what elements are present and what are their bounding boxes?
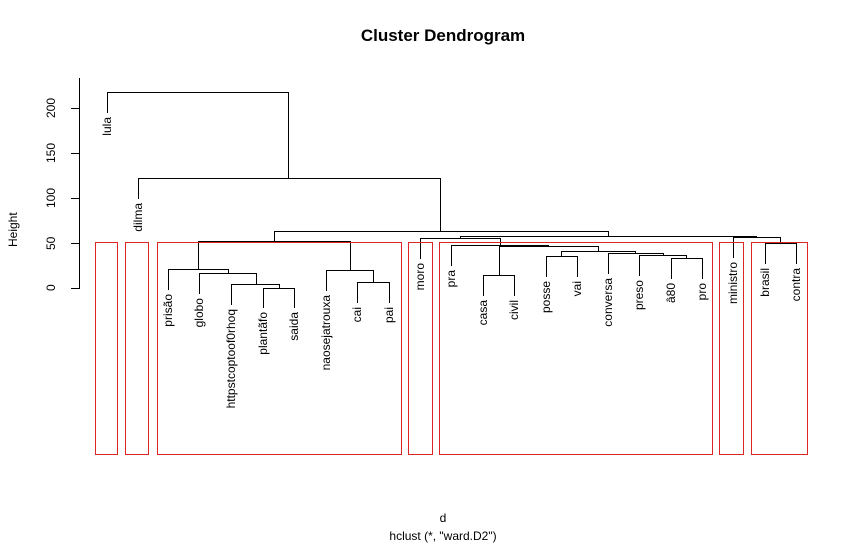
leaf-label: casa <box>476 300 490 326</box>
leaf-label: naosejatrouxa <box>319 295 333 371</box>
cluster-box <box>439 242 713 455</box>
dendrogram-segment <box>350 241 351 271</box>
leaf-label: â80 <box>664 283 678 304</box>
y-axis-line <box>79 78 80 289</box>
dendrogram-segment <box>671 258 672 279</box>
dendrogram-segment <box>499 246 500 276</box>
y-tick-mark <box>71 198 79 199</box>
dendrogram-segment <box>686 255 687 259</box>
cluster-box <box>408 242 433 455</box>
leaf-label: pra <box>444 270 458 288</box>
dendrogram-segment <box>598 246 599 252</box>
dendrogram-segment <box>671 258 703 259</box>
leaf-label: globo <box>192 298 206 328</box>
leaf-label: saida <box>287 312 301 341</box>
dendrogram-segment <box>765 243 797 244</box>
dendrogram-segment <box>702 258 703 279</box>
dendrogram-segment <box>279 284 280 289</box>
dendrogram-segment <box>460 236 461 239</box>
leaf-label: contra <box>789 268 803 302</box>
dendrogram-segment <box>733 237 734 258</box>
dendrogram-segment <box>326 270 327 291</box>
dendrogram-segment <box>440 178 441 232</box>
cluster-box <box>751 242 808 455</box>
leaf-label: ministro <box>726 262 740 305</box>
dendrogram-segment <box>499 246 599 247</box>
x-axis-label-d: d <box>439 511 447 525</box>
dendrogram-segment <box>756 236 757 238</box>
dendrogram-segment <box>168 269 169 290</box>
cluster-box <box>125 242 149 455</box>
cluster-box <box>157 242 402 455</box>
dendrogram-segment <box>483 275 484 296</box>
leaf-label: dilma <box>131 203 145 232</box>
dendrogram-segment <box>373 270 374 283</box>
dendrogram-segment <box>274 231 275 242</box>
dendrogram-segment <box>256 273 257 285</box>
dendrogram-segment <box>546 256 578 257</box>
leaf-label: posse <box>539 281 553 314</box>
chart-title: Cluster Dendrogram <box>360 26 526 45</box>
leaf-label: civil <box>507 300 521 320</box>
leaf-label: prisão <box>161 294 175 327</box>
dendrogram-segment <box>577 256 578 277</box>
dendrogram-segment <box>451 245 452 266</box>
dendrogram-segment <box>294 288 295 308</box>
dendrogram-segment <box>231 284 232 305</box>
leaf-label: lula <box>100 117 114 136</box>
dendrogram-segment <box>546 256 547 277</box>
leaf-label: preso <box>632 280 646 311</box>
dendrogram-segment <box>231 284 280 285</box>
dendrogram-segment <box>514 275 515 296</box>
dendrogram-segment <box>420 238 421 259</box>
dendrogram-segment <box>228 269 229 274</box>
dendrogram-segment <box>608 231 609 237</box>
dendrogram-segment <box>608 253 664 254</box>
dendrogram-segment <box>733 237 781 238</box>
cluster-box <box>95 242 118 455</box>
leaf-label: pai <box>382 307 396 324</box>
dendrogram-segment <box>608 253 609 274</box>
dendrogram-segment <box>357 282 358 303</box>
dendrogram-segment <box>138 178 441 179</box>
cluster-box <box>719 242 744 455</box>
dendrogram-segment <box>138 178 139 199</box>
y-tick-mark <box>71 153 79 154</box>
dendrogram-segment <box>107 92 289 93</box>
leaf-label: vai <box>570 281 584 297</box>
dendrogram-segment <box>548 245 549 247</box>
leaf-label: conversa <box>601 278 615 327</box>
y-tick-label: 200 <box>44 97 58 119</box>
dendrogram-segment <box>561 251 562 257</box>
dendrogram-segment <box>796 243 797 264</box>
dendrogram-segment <box>780 237 781 244</box>
dendrogram-segment <box>199 273 200 294</box>
leaf-label: moro <box>413 263 427 291</box>
x-axis-label-method: hclust (*, "ward.D2") <box>389 529 497 543</box>
leaf-label: httpstcoptoof0rhoq <box>224 309 238 409</box>
dendrogram-segment <box>635 251 636 254</box>
dendrogram-segment <box>389 282 390 303</box>
leaf-label: plantãfo <box>256 312 270 355</box>
y-tick-mark <box>71 288 79 289</box>
leaf-label: cai <box>350 307 364 323</box>
y-tick-mark <box>71 243 79 244</box>
dendrogram-segment <box>663 253 664 256</box>
dendrogram-segment <box>274 231 609 232</box>
y-tick-mark <box>71 108 79 109</box>
dendrogram-segment <box>765 243 766 264</box>
leaf-label: pro <box>695 283 709 301</box>
dendrogram-segment <box>639 255 640 276</box>
y-axis-label: Height <box>6 212 20 248</box>
dendrogram-segment <box>263 288 264 308</box>
dendrogram-segment <box>107 92 108 113</box>
leaf-label: brasil <box>758 268 772 297</box>
dendrogram-segment <box>288 92 289 179</box>
dendrogram-segment <box>198 241 199 270</box>
